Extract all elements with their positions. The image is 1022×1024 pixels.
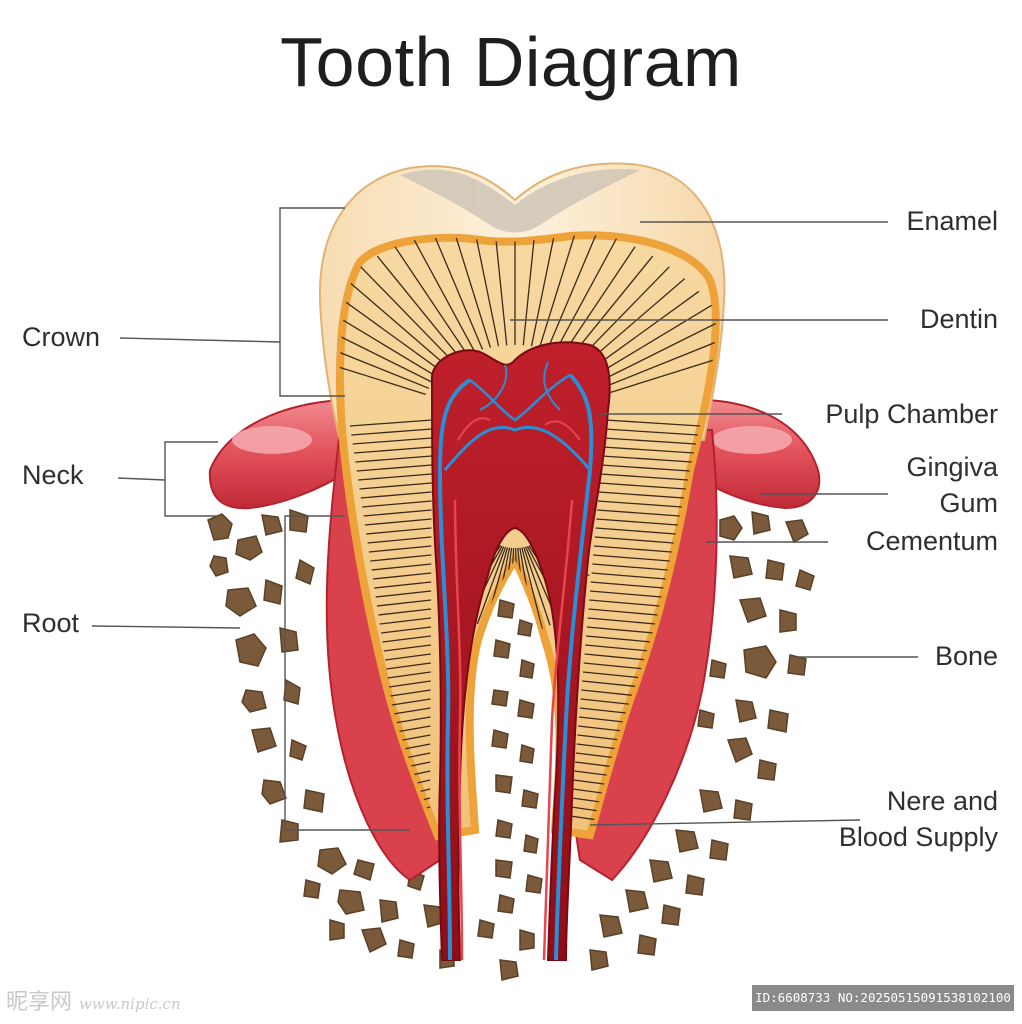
bone-layer	[207, 508, 815, 981]
pulp-chamber	[430, 341, 611, 961]
label-nerve-line1: Nere and	[886, 786, 998, 816]
label-enamel: Enamel	[906, 206, 998, 236]
nerve-and-blood-vessels	[437, 361, 594, 961]
label-gingiva: Gingiva	[906, 452, 998, 482]
label-cementum: Cementum	[865, 526, 998, 556]
label-root: Root	[22, 608, 80, 638]
label-bone: Bone	[934, 641, 998, 671]
diagram-title: Tooth Diagram	[280, 23, 742, 101]
gingiva-left	[208, 398, 351, 510]
watermark-site-name: 昵享网	[6, 990, 73, 1015]
label-nerve-line2: Blood Supply	[838, 822, 998, 852]
watermark-image-id: ID:6608733 NO:20250515091538102100	[752, 985, 1014, 1011]
watermark-site: 昵享网 www.nipic.cn	[6, 984, 181, 1016]
label-crown: Crown	[22, 322, 101, 352]
watermark-site-url: www.nipic.cn	[79, 995, 181, 1013]
label-pulp-chamber: Pulp Chamber	[825, 399, 998, 429]
label-neck: Neck	[22, 460, 84, 490]
label-dentin: Dentin	[919, 304, 998, 334]
label-gum: Gum	[939, 488, 998, 518]
leader-lines	[91, 207, 918, 831]
